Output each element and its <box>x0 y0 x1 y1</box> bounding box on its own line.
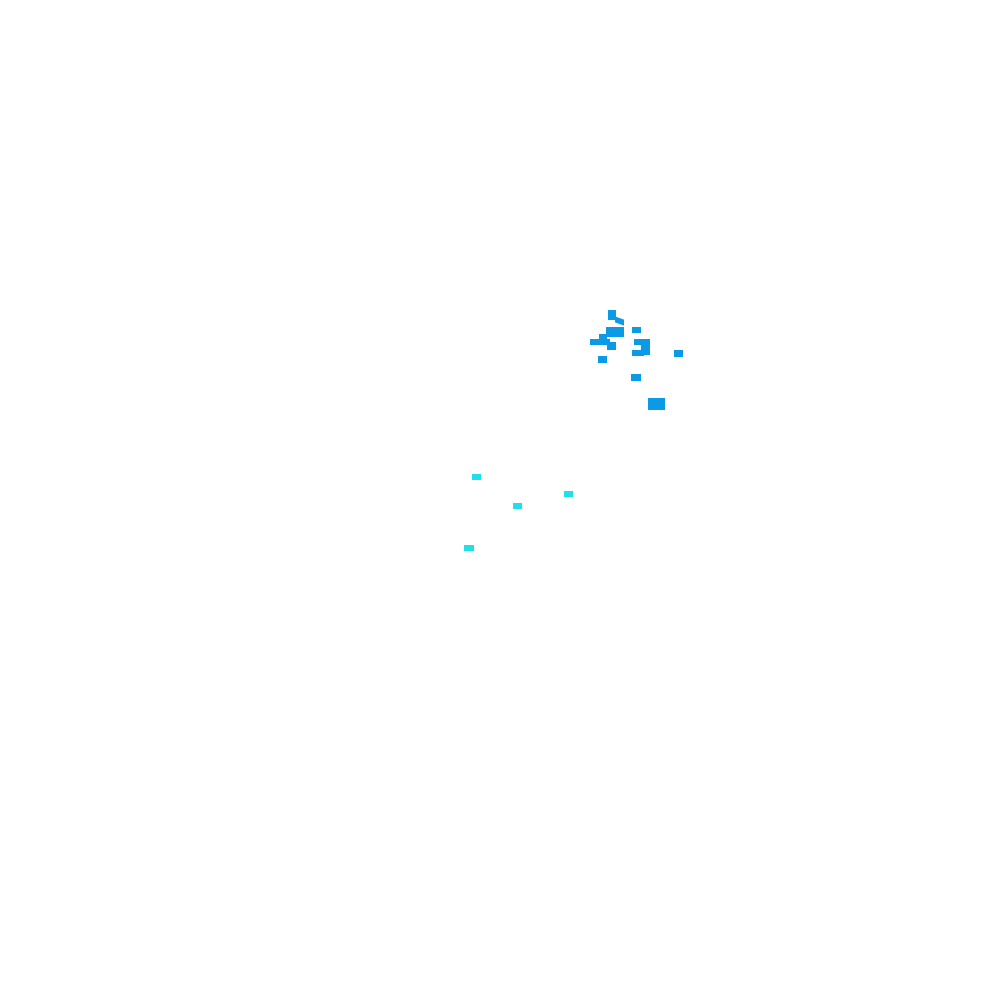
cyan-pixel-fragment <box>513 503 522 509</box>
blue-pixel-fragment <box>599 334 607 342</box>
blue-pixel-fragment <box>634 339 650 345</box>
blue-pixel-fragment <box>607 342 616 350</box>
cyan-pixel-fragment <box>472 474 481 480</box>
blue-pixel-fragment <box>641 343 650 355</box>
cyan-pixel-fragment <box>464 545 474 551</box>
blue-pixel-fragment <box>631 374 641 381</box>
blue-pixel-fragment <box>648 398 665 410</box>
blue-pixel-fragment <box>632 350 644 356</box>
cyan-pixel-fragment <box>564 491 573 497</box>
blue-pixel-fragment <box>674 350 683 357</box>
blue-pixel-fragment <box>632 327 641 333</box>
blue-pixel-fragment <box>598 356 607 363</box>
blue-pixel-fragment <box>608 310 616 320</box>
blue-pixel-fragment <box>590 339 610 345</box>
blue-pixel-fragment <box>606 327 624 337</box>
